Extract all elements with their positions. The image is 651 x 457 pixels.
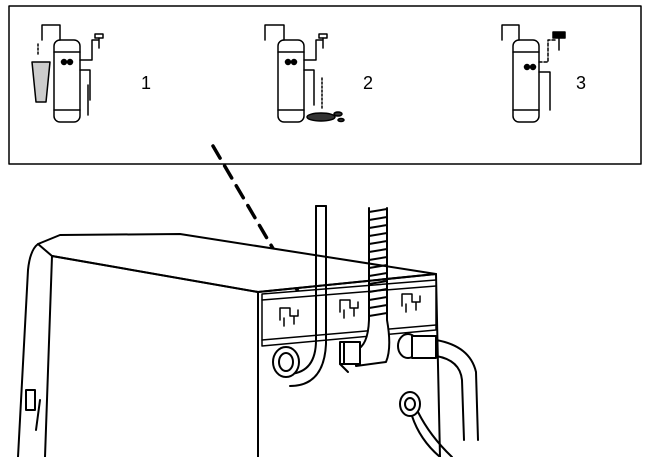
drain-option-1-icon [31, 24, 104, 123]
corrugated-water-hose [339, 207, 391, 373]
appliance-cabinet [17, 233, 441, 457]
inlet-hose [397, 333, 479, 441]
option-3-label: 3 [576, 73, 586, 93]
connection-label-panel [261, 279, 437, 347]
drain-option-2-icon [264, 24, 345, 123]
option-1-label: 1 [141, 73, 151, 93]
drain-option-3-icon [501, 24, 566, 123]
lower-connector [399, 391, 453, 457]
legend-box [8, 5, 642, 165]
option-2-label: 2 [363, 73, 373, 93]
connector-1 [272, 346, 300, 378]
